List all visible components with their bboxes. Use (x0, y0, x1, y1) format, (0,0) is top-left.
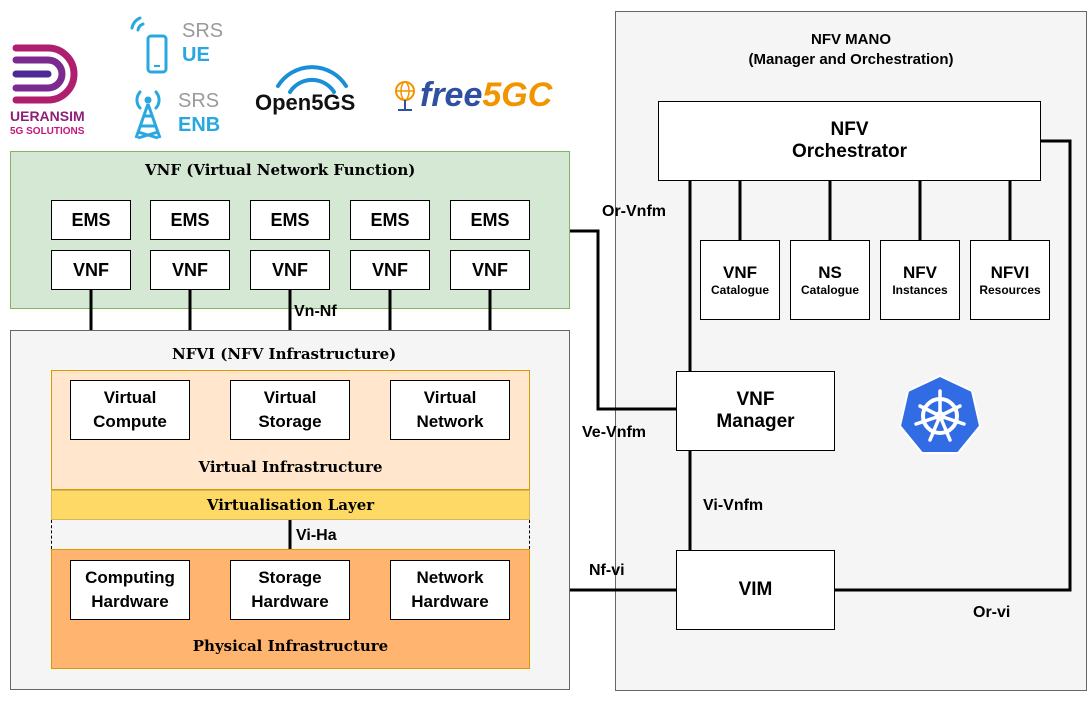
nfv-instances-sub: Instances (892, 283, 948, 297)
ns-catalogue-sub: Catalogue (800, 283, 859, 297)
smartphone-icon (130, 16, 168, 74)
srs-enb-logo: SRS ENB (128, 86, 238, 141)
vi-ha-gap (51, 520, 530, 549)
nfvi-resources-main: NFVI (990, 263, 1030, 282)
ueransim-tagline: 5G SOLUTIONS (10, 126, 85, 137)
virtual-storage-box: Virtual Storage (230, 380, 350, 440)
computing-hardware-box: Computing Hardware (70, 560, 190, 620)
vnf-box-5: VNF (450, 250, 530, 290)
vnf-box-3: VNF (250, 250, 330, 290)
vim-box: VIM (676, 550, 835, 630)
network-hardware-line1: Network (416, 568, 484, 587)
mano-title-line1: NFV MANO (811, 31, 891, 48)
free5gc-free-text: free (420, 76, 483, 114)
network-hardware-line2: Hardware (411, 592, 489, 611)
open5gs-logo: Open5GS (252, 56, 372, 126)
vnf-manager-box: VNF Manager (676, 371, 835, 451)
virtual-infrastructure-label: Virtual Infrastructure (198, 458, 383, 476)
globe-antenna-icon (395, 81, 415, 111)
vn-nf-label: Vn-Nf (294, 303, 337, 320)
vnf-region-title: VNF (Virtual Network Function) (145, 161, 416, 179)
virtual-storage-line2: Storage (258, 412, 322, 431)
nfvi-resources-sub: Resources (979, 283, 1041, 297)
free5gc-5gc-text: 5GC (482, 76, 553, 114)
vnf-box-2: VNF (150, 250, 230, 290)
physical-infrastructure-label: Physical Infrastructure (192, 637, 389, 655)
virtual-compute-line1: Virtual (103, 388, 157, 407)
ueransim-logo: UERANSIM 5G SOLUTIONS (8, 38, 93, 143)
virtual-network-line2: Network (416, 412, 484, 431)
ns-catalogue-box: NS Catalogue (790, 240, 870, 320)
ueransim-mark-icon (12, 44, 78, 104)
vnf-manager-line2: Manager (716, 411, 795, 432)
vi-ha-label: Vi-Ha (296, 527, 337, 544)
nfv-orchestrator-box: NFV Orchestrator (658, 101, 1041, 181)
vnf-box-1: VNF (51, 250, 131, 290)
vi-vnfm-label: Vi-Vnfm (703, 497, 764, 514)
nfvi-region-title: NFVI (NFV Infrastructure) (172, 345, 397, 363)
nfv-instances-main: NFV (903, 263, 937, 282)
ems-box-3: EMS (250, 200, 330, 240)
vnf-catalogue-box: VNF Catalogue (700, 240, 780, 320)
or-vnfm-label: Or-Vnfm (602, 203, 666, 220)
vnf-catalogue-sub: Catalogue (710, 283, 769, 297)
nfv-instances-box: NFV Instances (880, 240, 960, 320)
srs-ue-label: SRS (182, 20, 224, 42)
computing-hardware-line2: Hardware (91, 592, 169, 611)
virtual-compute-box: Virtual Compute (70, 380, 190, 440)
virtualisation-layer-label: Virtualisation Layer (206, 496, 375, 514)
virtual-compute-line2: Compute (93, 412, 167, 431)
ems-box-2: EMS (150, 200, 230, 240)
ems-box-5: EMS (450, 200, 530, 240)
computing-hardware-line1: Computing (85, 568, 175, 587)
ns-catalogue-main: NS (818, 263, 842, 282)
ems-box-1: EMS (51, 200, 131, 240)
virtual-storage-line1: Virtual (263, 388, 317, 407)
srs-enb-sublabel: ENB (178, 114, 221, 136)
ueransim-name: UERANSIM (10, 108, 85, 124)
wifi-arcs-icon (276, 65, 348, 94)
or-vi-label: Or-vi (973, 604, 1011, 621)
virtualisation-layer: Virtualisation Layer (51, 490, 530, 520)
mano-title-line2: (Manager and Orchestration) (748, 51, 954, 68)
cell-tower-icon (134, 90, 162, 140)
mano-title: NFV MANO (Manager and Orchestration) (615, 30, 1087, 70)
ve-vnfm-label: Ve-Vnfm (582, 424, 647, 441)
free5gc-logo: free5GC (390, 74, 585, 124)
ems-box-4: EMS (350, 200, 430, 240)
storage-hardware-line1: Storage (258, 568, 322, 587)
orchestrator-line2: Orchestrator (791, 141, 908, 162)
vnf-catalogue-main: VNF (723, 263, 757, 282)
vnf-box-4: VNF (350, 250, 430, 290)
vnf-manager-line1: VNF (736, 389, 775, 410)
nfvi-resources-box: NFVI Resources (970, 240, 1050, 320)
orchestrator-line1: NFV (830, 119, 869, 140)
ve-vnfm-line (570, 229, 676, 411)
storage-hardware-line2: Hardware (251, 592, 329, 611)
srs-enb-label: SRS (178, 90, 220, 112)
open5gs-name: Open5GS (255, 90, 356, 115)
nf-vi-label: Nf-vi (589, 562, 625, 579)
vim-label: VIM (738, 579, 773, 600)
virtual-network-line1: Virtual (423, 388, 477, 407)
storage-hardware-box: Storage Hardware (230, 560, 350, 620)
srs-ue-logo: SRS UE (128, 16, 238, 76)
virtual-network-box: Virtual Network (390, 380, 510, 440)
srs-ue-sublabel: UE (182, 44, 210, 66)
kubernetes-icon (898, 374, 982, 454)
network-hardware-box: Network Hardware (390, 560, 510, 620)
or-vi-line (835, 139, 1072, 592)
